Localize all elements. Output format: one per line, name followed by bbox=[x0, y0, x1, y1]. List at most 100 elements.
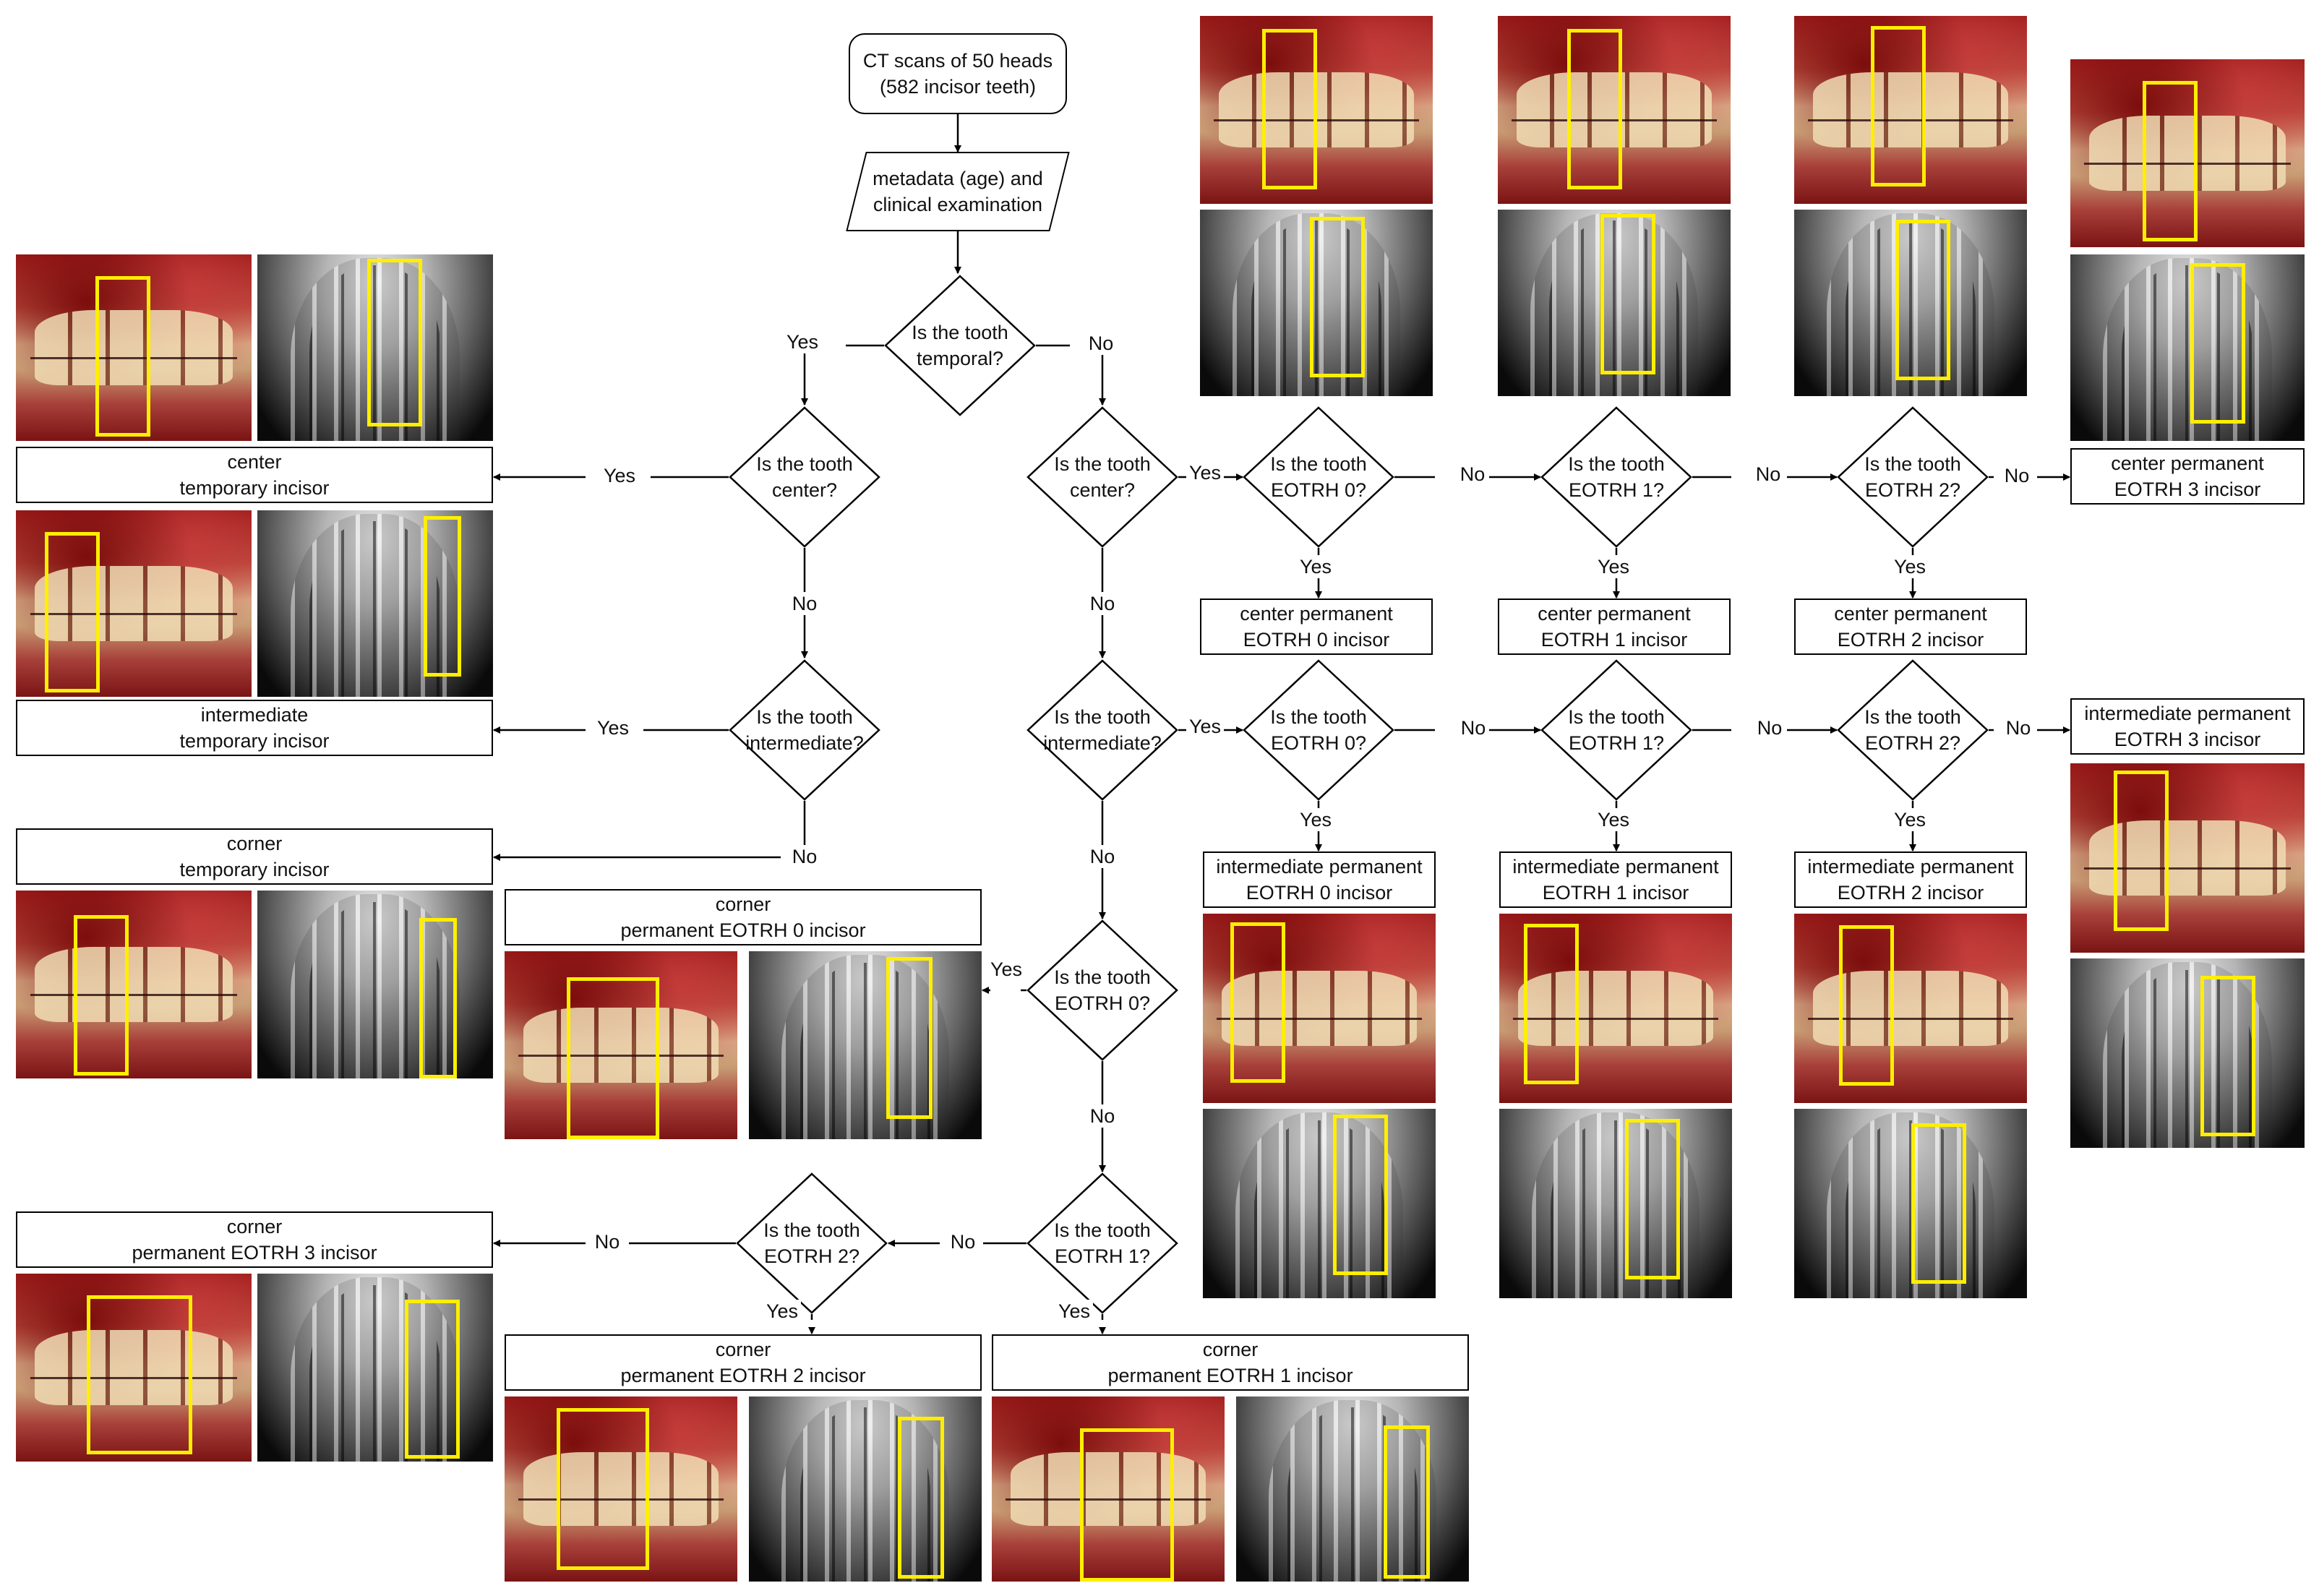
decision-intermediate-eotrh1: Is the tooth EOTRH 1? bbox=[1540, 659, 1692, 801]
edge-label-no-20: No bbox=[1086, 592, 1118, 615]
decision-perm-intermediate-text: Is the tooth intermediate? bbox=[1043, 706, 1162, 754]
outcome-center-eotrh2: center permanent EOTRH 2 incisor bbox=[1794, 598, 2027, 655]
edge-label-no-13: No bbox=[2002, 716, 2034, 739]
photo-corner-temporary-highlight-box bbox=[74, 915, 129, 1076]
outcome-center-eotrh0: center permanent EOTRH 0 incisor bbox=[1200, 598, 1433, 655]
photo-center-eotrh2-top bbox=[1794, 16, 2027, 204]
outcome-intermediate-eotrh1-text: intermediate permanent EOTRH 1 incisor bbox=[1512, 856, 1719, 904]
decision-intermediate-eotrh0-text: Is the tooth EOTRH 0? bbox=[1270, 706, 1367, 754]
outcome-center-eotrh1-text: center permanent EOTRH 1 incisor bbox=[1538, 603, 1691, 651]
decision-center-eotrh2: Is the tooth EOTRH 2? bbox=[1837, 406, 1989, 548]
edge-label-yes-6: Yes bbox=[1186, 461, 1225, 484]
photo-intermediate-temporary bbox=[16, 510, 252, 697]
metadata-node: metadata (age) and clinical examination bbox=[846, 152, 1070, 231]
photo-corner-eotrh1 bbox=[992, 1396, 1225, 1582]
xray-corner-temporary bbox=[257, 891, 493, 1078]
edge-label-yes-2: Yes bbox=[600, 464, 639, 487]
start-node: CT scans of 50 heads (582 incisor teeth) bbox=[849, 33, 1067, 114]
decision-center-eotrh1: Is the tooth EOTRH 1? bbox=[1540, 406, 1692, 548]
decision-corner-eotrh1: Is the tooth EOTRH 1? bbox=[1026, 1172, 1178, 1314]
edge-label-yes-25: Yes bbox=[1055, 1300, 1094, 1323]
xray-intermediate-temporary-highlight-box bbox=[424, 516, 461, 677]
photo-corner-eotrh2 bbox=[505, 1396, 737, 1582]
xray-intermediate-eotrh0 bbox=[1203, 1109, 1436, 1298]
decision-temp-intermediate-text: Is the tooth intermediate? bbox=[745, 706, 864, 754]
xray-corner-eotrh1 bbox=[1236, 1396, 1469, 1582]
decision-temp-intermediate: Is the tooth intermediate? bbox=[729, 659, 880, 801]
edge-label-no-5: No bbox=[789, 845, 820, 868]
edge-label-yes-19: Yes bbox=[1890, 808, 1929, 831]
photo-corner-eotrh0-highlight-box bbox=[567, 977, 659, 1139]
photo-corner-eotrh3-highlight-box bbox=[87, 1295, 192, 1454]
xray-intermediate-eotrh1 bbox=[1499, 1109, 1732, 1298]
outcome-intermediate-eotrh2: intermediate permanent EOTRH 2 incisor bbox=[1794, 851, 2027, 908]
edge-label-yes-7: Yes bbox=[1186, 715, 1225, 738]
outcome-intermediate-eotrh3: intermediate permanent EOTRH 3 incisor bbox=[2070, 698, 2305, 755]
outcome-corner-temporary: corner temporary incisor bbox=[16, 828, 493, 885]
photo-intermediate-eotrh2 bbox=[1794, 914, 2027, 1103]
decision-perm-center-text: Is the tooth center? bbox=[1054, 453, 1151, 501]
decision-corner-eotrh2-text: Is the tooth EOTRH 2? bbox=[763, 1219, 860, 1267]
photo-corner-temporary bbox=[16, 891, 252, 1078]
decision-center-eotrh2-shape bbox=[1837, 406, 1989, 548]
outcome-center-temporary-text: center temporary incisor bbox=[179, 451, 330, 499]
xray-corner-eotrh0 bbox=[749, 951, 982, 1139]
decision-center-eotrh1-text: Is the tooth EOTRH 1? bbox=[1568, 453, 1665, 501]
outcome-corner-eotrh0: corner permanent EOTRH 0 incisor bbox=[505, 889, 982, 945]
xray-intermediate-eotrh3 bbox=[2070, 958, 2305, 1148]
decision-corner-eotrh2: Is the tooth EOTRH 2? bbox=[736, 1172, 888, 1314]
decision-temporal-text: Is the tooth temporal? bbox=[912, 322, 1008, 369]
edge-label-no-3: No bbox=[789, 592, 820, 615]
decision-perm-center-shape bbox=[1026, 406, 1178, 548]
decision-corner-eotrh0-text: Is the tooth EOTRH 0? bbox=[1054, 966, 1151, 1014]
photo-center-temporary-highlight-box bbox=[95, 276, 150, 437]
xray-center-eotrh1 bbox=[1498, 210, 1731, 396]
photo-corner-eotrh1-highlight-box bbox=[1080, 1428, 1174, 1582]
xray-center-temporary-highlight-box bbox=[367, 259, 422, 426]
edge-label-no-1: No bbox=[1085, 332, 1117, 355]
outcome-intermediate-eotrh0-text: intermediate permanent EOTRH 0 incisor bbox=[1216, 856, 1423, 904]
decision-temp-center-text: Is the tooth center? bbox=[756, 453, 853, 501]
photo-center-eotrh1-top bbox=[1498, 16, 1731, 204]
decision-perm-intermediate-shape bbox=[1026, 659, 1178, 801]
decision-center-eotrh0: Is the tooth EOTRH 0? bbox=[1243, 406, 1394, 548]
xray-center-eotrh0 bbox=[1200, 210, 1433, 396]
xray-intermediate-eotrh0-highlight-box bbox=[1333, 1115, 1388, 1275]
photo-corner-eotrh0 bbox=[505, 951, 737, 1139]
outcome-center-eotrh2-text: center permanent EOTRH 2 incisor bbox=[1834, 603, 1987, 651]
decision-perm-intermediate: Is the tooth intermediate? bbox=[1026, 659, 1178, 801]
decision-intermediate-eotrh0-shape bbox=[1243, 659, 1394, 801]
decision-temporal: Is the tooth temporal? bbox=[884, 275, 1036, 416]
outcome-center-temporary: center temporary incisor bbox=[16, 447, 493, 503]
xray-intermediate-eotrh3-highlight-box bbox=[2200, 976, 2255, 1136]
outcome-intermediate-temporary: intermediate temporary incisor bbox=[16, 700, 493, 756]
decision-perm-center: Is the tooth center? bbox=[1026, 406, 1178, 548]
xray-center-eotrh3-highlight-box bbox=[2190, 263, 2245, 424]
decision-corner-eotrh0-shape bbox=[1026, 919, 1178, 1061]
xray-corner-eotrh1-highlight-box bbox=[1384, 1425, 1430, 1579]
xray-center-eotrh2 bbox=[1794, 210, 2027, 396]
outcome-center-eotrh0-text: center permanent EOTRH 0 incisor bbox=[1240, 603, 1393, 651]
decision-center-eotrh1-shape bbox=[1540, 406, 1692, 548]
xray-corner-eotrh3 bbox=[257, 1274, 493, 1462]
edge-label-yes-0: Yes bbox=[783, 330, 822, 353]
edge-label-no-21: No bbox=[1086, 845, 1118, 868]
edge-label-no-9: No bbox=[1752, 463, 1784, 486]
outcome-intermediate-eotrh2-text: intermediate permanent EOTRH 2 incisor bbox=[1807, 856, 2014, 904]
start-node-text: CT scans of 50 heads (582 incisor teeth) bbox=[862, 50, 1053, 98]
photo-intermediate-eotrh3 bbox=[2070, 763, 2305, 953]
photo-corner-eotrh3 bbox=[16, 1274, 252, 1462]
decision-temp-intermediate-shape bbox=[729, 659, 880, 801]
outcome-center-eotrh3: center permanent EOTRH 3 incisor bbox=[2070, 448, 2305, 505]
decision-intermediate-eotrh1-shape bbox=[1540, 659, 1692, 801]
decision-intermediate-eotrh2-text: Is the tooth EOTRH 2? bbox=[1864, 706, 1961, 754]
xray-center-eotrh0-highlight-box bbox=[1310, 217, 1365, 377]
photo-center-eotrh0-top-highlight-box bbox=[1262, 29, 1317, 189]
outcome-corner-eotrh0-text: corner permanent EOTRH 0 incisor bbox=[620, 893, 866, 941]
photo-center-eotrh3-top bbox=[2070, 59, 2305, 247]
outcome-corner-eotrh3-text: corner permanent EOTRH 3 incisor bbox=[132, 1216, 377, 1264]
edge-label-no-24: No bbox=[947, 1230, 979, 1253]
photo-intermediate-eotrh0-highlight-box bbox=[1230, 922, 1285, 1083]
photo-center-eotrh3-top-highlight-box bbox=[2143, 81, 2198, 241]
decision-center-eotrh2-text: Is the tooth EOTRH 2? bbox=[1864, 453, 1961, 501]
